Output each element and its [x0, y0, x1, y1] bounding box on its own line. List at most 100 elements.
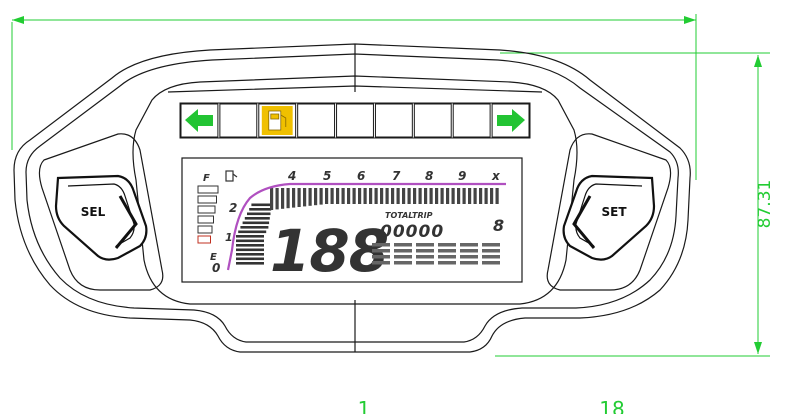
indicator-cell-blank [452, 103, 491, 138]
fuel-gauge: F E [197, 170, 238, 263]
rpm-segment [440, 188, 444, 204]
lcd-bar-segment [438, 249, 456, 253]
bottom-right-dimension-label: 18 [599, 397, 624, 414]
indicator-strip-frame [179, 102, 531, 139]
lcd-bar-segment [438, 243, 456, 247]
rpm-segment [490, 188, 494, 204]
fuel-gauge-bars [197, 185, 219, 244]
indicator-cell-frame [452, 103, 491, 138]
lcd-bar-segment [372, 249, 390, 253]
indicator-cell-frame [297, 103, 336, 138]
rpm-scale-7: 7 [392, 169, 401, 183]
rpm-segment [451, 188, 455, 204]
rpm-segment [270, 188, 274, 210]
fuel-pump-icon [268, 110, 287, 131]
lcd-bar-segment [460, 255, 478, 259]
bottom-bar-display [372, 243, 500, 265]
arrowhead-bottom [754, 342, 762, 354]
bottom-left-dimension-label: 1 [358, 397, 371, 414]
gear-digit: 8 [493, 216, 504, 235]
indicator-cell-blank [413, 103, 452, 138]
rpm-segment [341, 188, 345, 204]
rpm-segment [424, 188, 428, 204]
lcd-bar-segment [394, 261, 412, 265]
rpm-redline-curve [226, 182, 506, 271]
set-button-bevel [572, 195, 596, 249]
fuel-bar-segment [197, 215, 214, 224]
lcd-bar-segment [482, 249, 500, 253]
rpm-segment [238, 230, 267, 234]
totaltrip-label: TOTALTRIP [385, 211, 433, 220]
rpm-scale-1: 1 [225, 231, 233, 244]
fuel-bar-segment [197, 205, 216, 214]
rpm-segment [330, 188, 334, 204]
rpm-segment [402, 188, 406, 204]
rpm-segment [247, 212, 271, 216]
right-pod-outline [546, 133, 672, 291]
rpm-segment [479, 188, 483, 204]
indicator-cell-blank [374, 103, 413, 138]
indicator-cell-frame [413, 103, 452, 138]
sel-button[interactable]: SEL [54, 174, 148, 261]
lcd-bar-segment [482, 261, 500, 265]
rpm-segment [236, 244, 264, 247]
lcd-bar-segment [460, 261, 478, 265]
rpm-segment [244, 217, 270, 220]
rpm-segment [281, 188, 285, 209]
indicator-cell-left-turn-arrow [180, 103, 219, 138]
lcd-bar-segment [482, 255, 500, 259]
housing-second-outline [25, 53, 679, 343]
rpm-segment [495, 188, 499, 204]
fuel-pump-small-icon [225, 170, 238, 182]
arrowhead-right [684, 16, 696, 24]
rpm-segment [462, 188, 466, 204]
rpm-segment [407, 188, 411, 204]
height-dimension-label: 87.31 [755, 180, 775, 229]
rpm-segment [336, 188, 340, 204]
rpm-segment [435, 188, 439, 204]
rpm-segment [236, 239, 264, 243]
fuel-empty-label: E [210, 252, 217, 263]
left-pod-outline [38, 133, 164, 291]
rpm-segment [251, 203, 272, 207]
dimension-arrows [12, 16, 762, 354]
rpm-segment [468, 188, 472, 204]
rpm-segment [249, 208, 272, 211]
lcd-bar-segment [416, 243, 434, 247]
fuel-bar-segment [197, 195, 217, 204]
lcd-bar-segment [482, 243, 500, 247]
rpm-segment [396, 188, 400, 204]
rpm-segment [297, 188, 301, 207]
rpm-segment [413, 188, 417, 204]
fuel-bar-segment [197, 225, 213, 234]
lcd-bar-segment [416, 255, 434, 259]
rpm-segment [319, 188, 323, 205]
lcd-display: F E 0 1 2 4 5 6 7 8 9 x 188 TOTALTRIP 00… [181, 157, 523, 285]
rpm-segment [236, 235, 264, 238]
set-button[interactable]: SET [562, 174, 656, 261]
rpm-segment [240, 226, 269, 229]
rpm-segment [418, 188, 422, 204]
rpm-segment [385, 188, 389, 204]
set-button-label: SET [601, 205, 627, 219]
rpm-segment [236, 257, 264, 261]
rpm-scale-0: 0 [212, 261, 220, 275]
rpm-segment [363, 188, 367, 204]
lcd-bar-segment [394, 249, 412, 253]
indicator-cell-frame [336, 103, 374, 138]
rpm-segment [286, 188, 290, 209]
indicator-cell-blank [336, 103, 374, 138]
left-turn-arrow-icon [185, 109, 213, 132]
lcd-bar-segment [372, 255, 390, 259]
arrowhead-top [754, 55, 762, 67]
fuel-bar-segment [197, 235, 211, 244]
lcd-bar-segment [416, 249, 434, 253]
lcd-bar-segment [394, 243, 412, 247]
rpm-scale-x: x [491, 169, 501, 183]
rpm-segment [429, 188, 433, 204]
indicator-cells [180, 103, 530, 138]
rpm-scale-8: 8 [425, 169, 433, 183]
arrowhead-left [12, 16, 24, 24]
odometer-digits: 00000 [380, 222, 444, 242]
